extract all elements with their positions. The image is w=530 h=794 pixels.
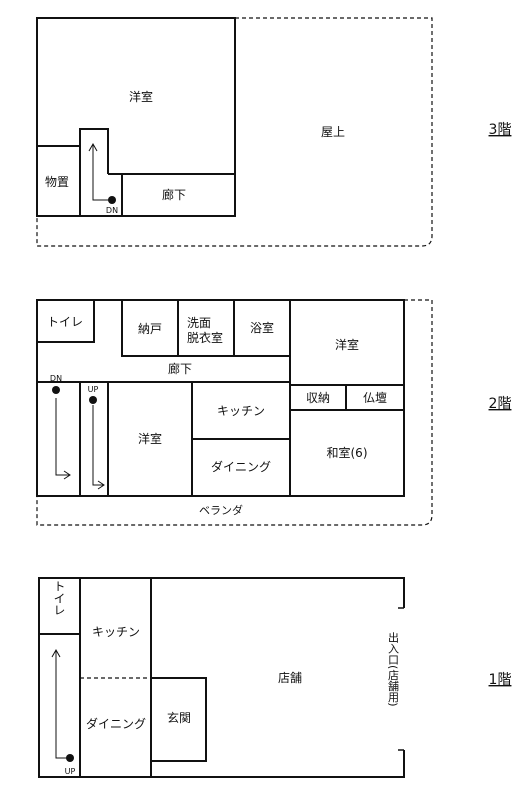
- stair-dot-up-2f: [89, 396, 97, 404]
- stair-label-up-1f: UP: [65, 767, 76, 776]
- label-senmen-1: 洗面: [187, 316, 211, 330]
- label-shuunou: 収納: [306, 391, 330, 405]
- floor1-plan: トイレ キッチン ダイニング 玄関 店舗 出入口(店舗用) UP 1階: [38, 577, 512, 778]
- room-genkan: [151, 677, 207, 762]
- stair-arrow-up-2f: [92, 405, 104, 486]
- stair-arrowhead-up-1f: [51, 648, 61, 658]
- label-youshitsu-center-2f: 洋室: [138, 431, 162, 446]
- stair-label-dn-3f: DN: [106, 206, 118, 215]
- stair-dot-3f: [108, 196, 116, 204]
- label-youshitsu-right-2f: 洋室: [335, 337, 359, 352]
- label-youshitsu-3f: 洋室: [129, 89, 153, 104]
- stair-dot-dn-2f: [52, 386, 60, 394]
- stair-label-up-2f: UP: [88, 385, 99, 394]
- label-entrance: 出入口(店舗用): [387, 631, 400, 707]
- label-monooki: 物置: [45, 175, 69, 189]
- label-rouka-3f: 廊下: [162, 187, 186, 202]
- stair-label-dn-2f: DN: [50, 374, 62, 383]
- label-yokushitsu: 浴室: [250, 320, 274, 335]
- stair-arrowhead-up-2f: [97, 480, 105, 490]
- label-toilet-1f: トイレ: [52, 580, 66, 616]
- label-senmen-2: 脱衣室: [187, 330, 223, 345]
- floor1-outer-wall: [38, 577, 405, 778]
- label-dining-2f: ダイニング: [211, 459, 271, 474]
- label-dining-1f: ダイニング: [86, 716, 146, 731]
- room-youshitsu-3f: [36, 17, 236, 217]
- floor-label-2f: 2階: [489, 396, 512, 412]
- floor3-plan: 洋室 物置 廊下 屋上 DN 3階: [36, 17, 512, 247]
- room-toilet-2f: [36, 299, 95, 343]
- label-kitchen-2f: キッチン: [217, 404, 265, 418]
- label-okujou: 屋上: [321, 125, 345, 139]
- label-butsudan: 仏壇: [363, 390, 387, 405]
- stair-arrow-up-1f: [55, 650, 70, 759]
- label-genkan: 玄関: [167, 710, 191, 725]
- label-kitchen-1f: キッチン: [92, 625, 140, 639]
- floor-label-1f: 1階: [489, 672, 512, 688]
- floor-label-3f: 3階: [489, 122, 512, 138]
- label-rouka-2f: 廊下: [168, 361, 192, 376]
- floor2-plan: トイレ 納戸 洗面 脱衣室 浴室 洋室 廊下 収納 仏壇 キッチン 洋室 和室(…: [36, 299, 512, 526]
- stair-arrowhead-3f: [88, 142, 98, 152]
- label-tenpo: 店舗: [278, 671, 302, 685]
- rooftop-boundary: [36, 17, 433, 247]
- stairwell-3f: [79, 128, 109, 216]
- label-toilet-2f: トイレ: [47, 315, 83, 329]
- label-washitsu: 和室(6): [327, 445, 368, 460]
- stair-arrow-3f: [92, 144, 112, 201]
- label-veranda: ベランダ: [199, 503, 243, 517]
- veranda-boundary: [36, 299, 433, 526]
- stair-arrowhead-dn-2f: [63, 470, 71, 480]
- label-nando: 納戸: [138, 322, 162, 336]
- stair-arrow-dn-2f: [55, 398, 70, 476]
- stair-dot-up-1f: [66, 754, 74, 762]
